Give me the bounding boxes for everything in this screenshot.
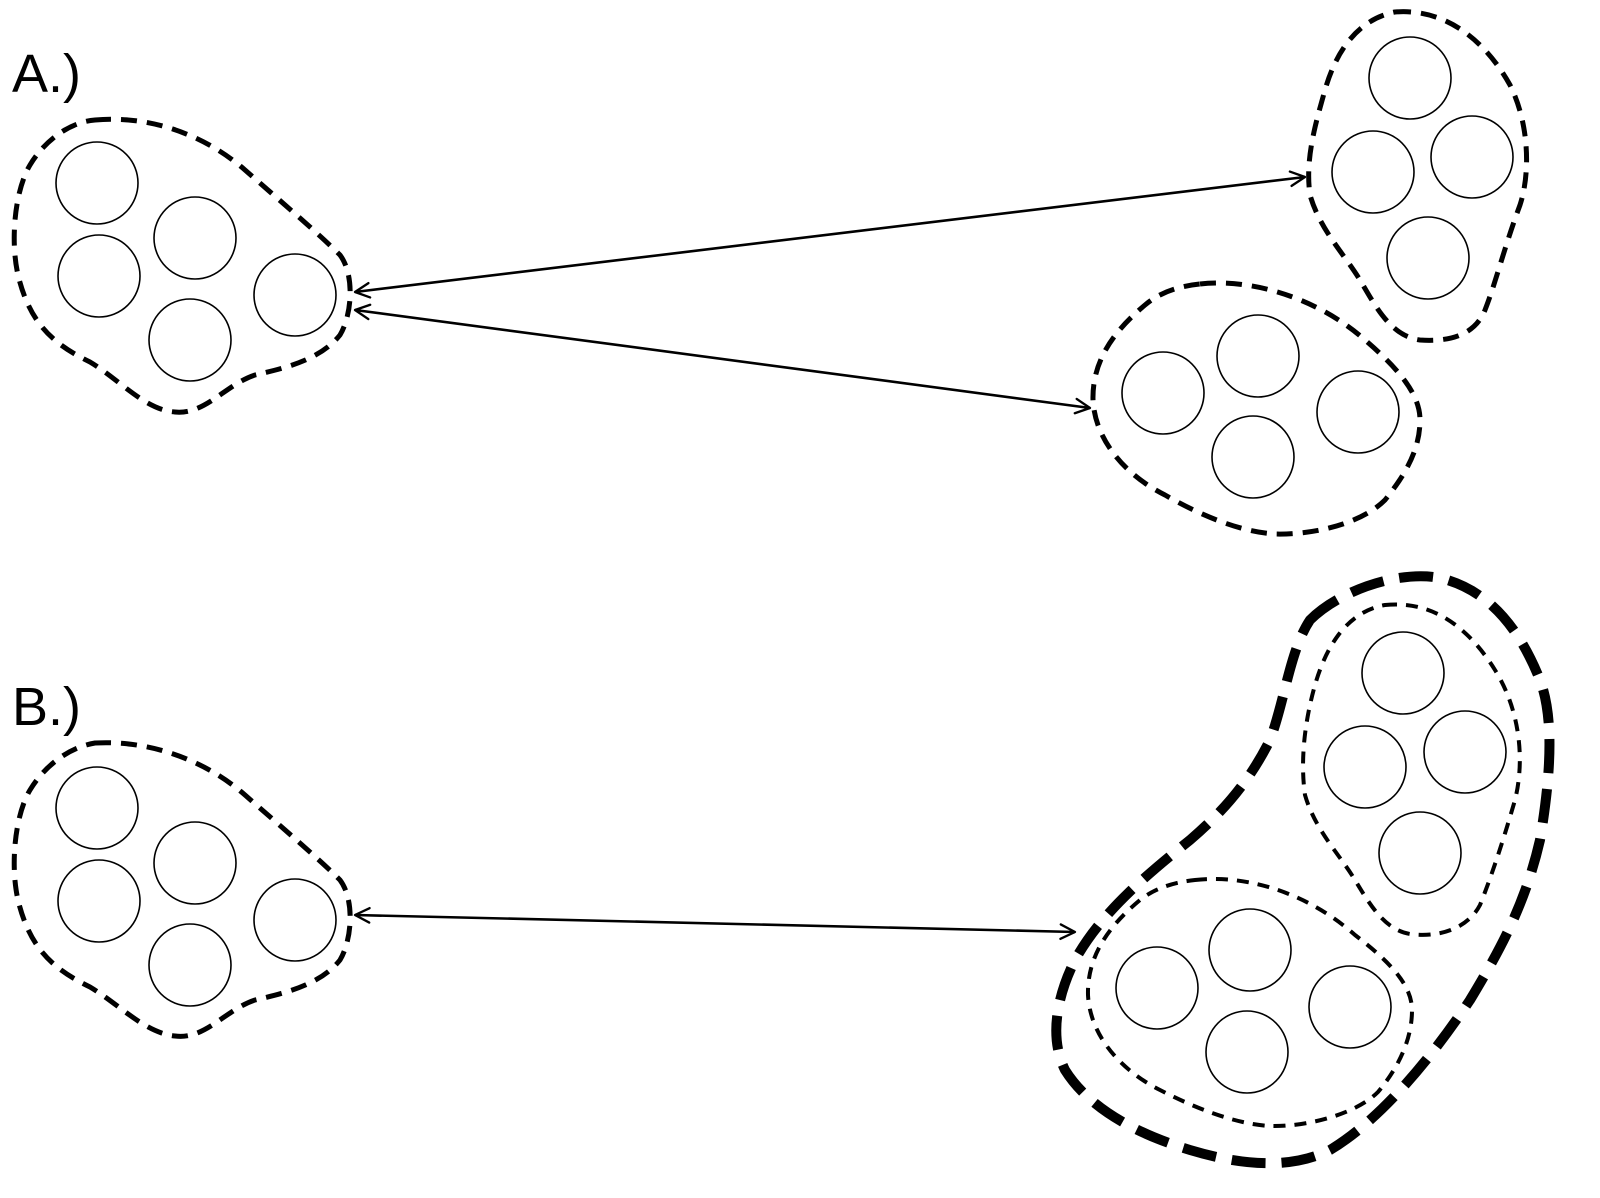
node [1308,965,1392,1049]
node [148,298,232,382]
panel-a-right-bottom-cluster-boundary [1090,280,1423,537]
node [1211,415,1295,499]
panel-b-right-bottom-cluster [1085,877,1414,1129]
panel-b-arrow-left-to-merged [353,906,1077,941]
node [1121,351,1205,435]
panel-a-left-cluster [11,116,353,415]
node [148,923,232,1007]
panel-a-label: A.) [12,44,81,104]
panel-a: A.) [11,9,1530,537]
node [1386,216,1470,300]
node [1208,908,1292,992]
panel-b-right-top-cluster-boundary [1301,602,1522,937]
panel-b-label: B.) [12,677,81,737]
node [57,234,141,318]
panel-b-merged-cluster-boundary [1051,571,1555,1169]
node [1316,370,1400,454]
panel-a-arrow-left-to-right-bottom [353,303,1092,415]
node [1430,115,1514,199]
node [55,766,139,850]
node [1323,725,1407,809]
panel-b-left-cluster [11,740,353,1039]
panel-b-right-bottom-cluster-boundary [1085,877,1414,1129]
node [253,253,337,337]
node [153,196,237,280]
panel-a-right-top-cluster [1306,9,1530,343]
node [253,878,337,962]
node [1216,314,1300,398]
panel-a-right-top-cluster-boundary [1306,9,1530,343]
node [1331,130,1415,214]
node [57,859,141,943]
node [1378,811,1462,895]
node [1115,946,1199,1030]
node [1361,631,1445,715]
panel-a-right-bottom-cluster [1090,280,1423,537]
node [1205,1010,1289,1094]
panel-a-arrow-left-to-right-top [353,170,1307,299]
panel-b-right-top-cluster [1301,602,1522,937]
node [1423,710,1507,794]
node [55,141,139,225]
panel-b: B.) [11,571,1555,1169]
node [1368,36,1452,120]
node [153,821,237,905]
